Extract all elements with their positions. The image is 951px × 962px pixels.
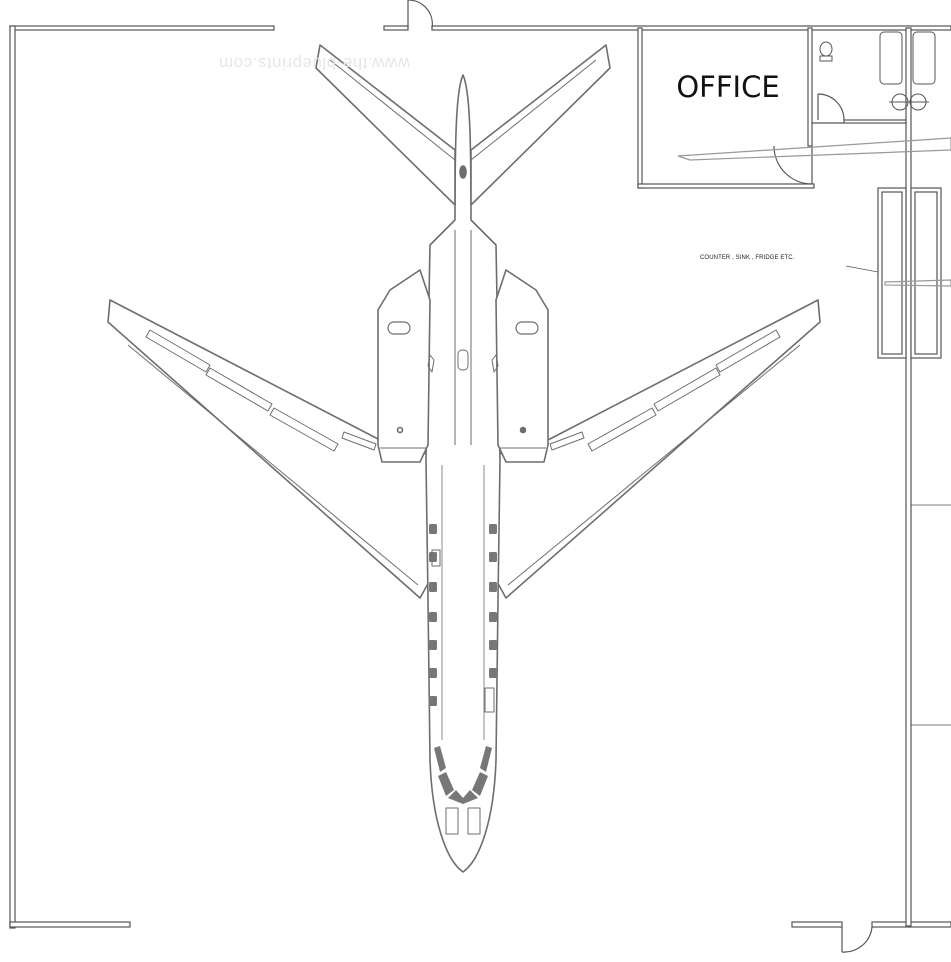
windscreen-4 <box>463 790 478 804</box>
office-wall-right <box>807 27 813 147</box>
left-flap-3 <box>269 407 339 452</box>
office-room <box>637 27 907 189</box>
adjacent-wing-ghost <box>677 137 951 287</box>
right-wing-flap-line <box>507 344 801 586</box>
counter-right-inner <box>914 191 938 355</box>
windscreen-1 <box>434 746 446 772</box>
window-r1 <box>489 524 497 534</box>
right-wall <box>905 27 912 927</box>
top-door-swing <box>408 0 433 29</box>
cockpit-windscreen <box>434 746 492 804</box>
windscreen-3 <box>448 790 463 804</box>
window-r6 <box>489 668 497 678</box>
left-elevator-line <box>329 59 456 161</box>
counter-left-inner <box>881 191 903 355</box>
left-flap-1 <box>145 329 211 373</box>
bottom-door-swing <box>841 926 873 953</box>
window-l2 <box>429 552 437 562</box>
walls <box>9 25 951 929</box>
restroom-wall <box>843 119 907 124</box>
window-r3 <box>489 582 497 592</box>
top-wall-right <box>431 25 951 31</box>
cabin-door-right <box>484 687 495 713</box>
window-l1 <box>429 524 437 534</box>
window-r2 <box>489 552 497 562</box>
bottom-wall-left <box>9 921 131 928</box>
office-label: OFFICE <box>676 70 780 104</box>
left-stabilizer <box>315 44 456 206</box>
windscreen-2 <box>438 772 454 796</box>
counter-right <box>910 187 942 359</box>
top-wall-left <box>9 25 275 31</box>
center-vent <box>457 349 469 371</box>
counters <box>845 187 951 726</box>
bathtub-right-icon <box>912 31 936 85</box>
window-r4 <box>489 612 497 622</box>
cockpit-seat-right <box>467 807 481 835</box>
right-flap-3 <box>587 407 657 452</box>
counter-label: COUNTER , SINK , FRIDGE ETC. <box>700 255 795 261</box>
left-flap-2 <box>205 367 273 412</box>
restroom-fixtures <box>819 31 936 111</box>
window-l5 <box>429 640 437 650</box>
right-flap-2 <box>653 367 721 412</box>
window-r5 <box>489 640 497 650</box>
counter-leader-line <box>845 265 879 273</box>
windscreen-5 <box>472 772 488 796</box>
bottom-wall-right <box>791 921 843 928</box>
left-pylon-mark <box>427 354 435 373</box>
right-engine-marker <box>519 426 527 434</box>
left-engine-intake <box>387 321 411 335</box>
window-l3 <box>429 582 437 592</box>
ghost-wing-upper <box>677 137 951 161</box>
cabin-windows <box>429 524 497 706</box>
left-flaps <box>145 329 377 452</box>
right-flap-1 <box>715 329 781 373</box>
aircraft <box>107 44 821 873</box>
left-wing-flap-line <box>127 344 419 586</box>
right-flap-4 <box>549 431 585 451</box>
right-elevator-line <box>470 59 597 161</box>
left-engine <box>377 269 431 463</box>
cabin-door-left <box>431 549 441 567</box>
cockpit-seat-left <box>445 807 459 835</box>
right-engine-intake <box>515 321 539 335</box>
windscreen-6 <box>480 746 492 772</box>
watermark-text: www.the-blueprints.com <box>218 54 410 73</box>
ghost-wing-lower <box>884 279 951 287</box>
right-stabilizer <box>470 44 611 206</box>
office-wall-bottom <box>637 183 815 189</box>
top-wall-mid <box>383 25 409 31</box>
doors <box>407 0 873 953</box>
office-door-swing <box>773 145 813 185</box>
counter-left <box>877 187 907 359</box>
left-wall <box>9 25 16 929</box>
window-l7 <box>429 696 437 706</box>
center-fairing-lines <box>454 230 472 445</box>
tail-marker <box>459 165 467 179</box>
toilet-tank-icon <box>819 55 833 62</box>
toilet-icon <box>819 41 833 57</box>
window-l6 <box>429 668 437 678</box>
left-engine-marker <box>396 426 404 434</box>
window-l4 <box>429 612 437 622</box>
restroom-door-swing <box>817 93 845 121</box>
right-pylon-mark <box>491 354 499 373</box>
right-flaps <box>549 329 781 452</box>
right-engine <box>495 269 549 463</box>
bathtub-left-icon <box>879 31 903 85</box>
left-flap-4 <box>341 431 377 451</box>
office-wall-left <box>637 27 643 189</box>
